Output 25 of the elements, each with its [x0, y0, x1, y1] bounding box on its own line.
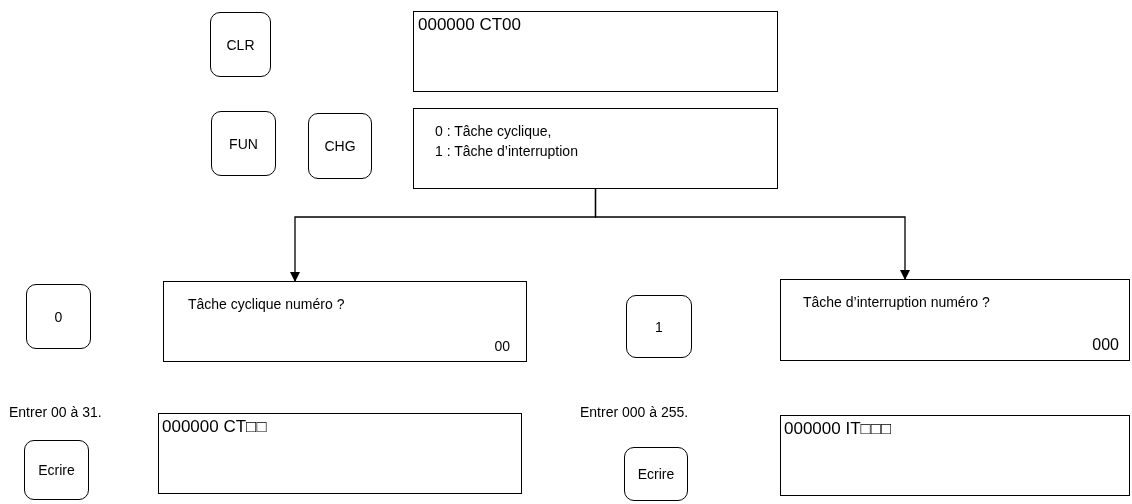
display-text: 000000 CT□□: [162, 417, 267, 437]
display-screen: [163, 281, 527, 362]
display-screen: [780, 415, 1130, 496]
display-text: 000000 IT□□□: [784, 419, 892, 439]
instruction-note: Entrer 00 à 31.: [9, 404, 102, 420]
display-text: 000: [1092, 336, 1119, 354]
display-text: 000000 CT00: [418, 15, 522, 35]
keypad-key: CLR: [210, 12, 271, 77]
display-text: 00: [494, 338, 510, 354]
display-text: 0 : Tâche cyclique,: [435, 123, 552, 139]
arrow: [594, 188, 910, 280]
display-text: Tâche cyclique numéro ?: [188, 296, 345, 312]
display-text: 1 : Tâche d’interruption: [435, 143, 578, 159]
keypad-key: 0: [26, 284, 91, 349]
keypad-key: CHG: [308, 113, 372, 179]
display-text: Tâche d’interruption numéro ?: [803, 294, 990, 310]
display-screen: [780, 279, 1130, 361]
keypad-key: FUN: [211, 111, 276, 176]
display-screen: [413, 108, 778, 189]
instruction-note: Entrer 000 à 255.: [580, 404, 689, 420]
keypad-key: 1: [626, 295, 692, 358]
keypad-key: Ecrire: [624, 447, 688, 501]
display-screen: [158, 413, 522, 494]
keypad-key: Ecrire: [24, 440, 89, 500]
display-screen: [413, 11, 778, 92]
